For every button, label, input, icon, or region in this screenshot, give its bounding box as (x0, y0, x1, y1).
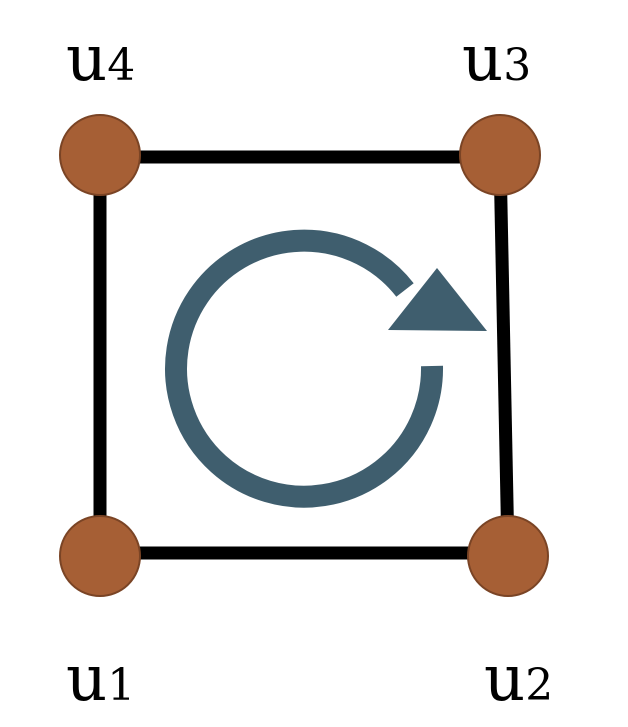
label-u4: u4 (66, 22, 135, 96)
arrow-arc (165, 229, 444, 508)
nodes (59, 114, 549, 597)
arrow-head (388, 268, 487, 331)
node-u2 (467, 515, 549, 597)
node-u1 (59, 515, 141, 597)
label-u2: u2 (484, 642, 553, 716)
node-u3 (459, 114, 541, 196)
clockwise-arrow-icon (165, 229, 487, 508)
node-labels: u4 u3 u1 u2 (66, 22, 553, 716)
edges (93, 150, 515, 560)
label-u1: u1 (66, 642, 135, 716)
node-u4 (59, 114, 141, 196)
edge-u3-u2 (493, 150, 515, 560)
label-u3: u3 (462, 22, 531, 96)
